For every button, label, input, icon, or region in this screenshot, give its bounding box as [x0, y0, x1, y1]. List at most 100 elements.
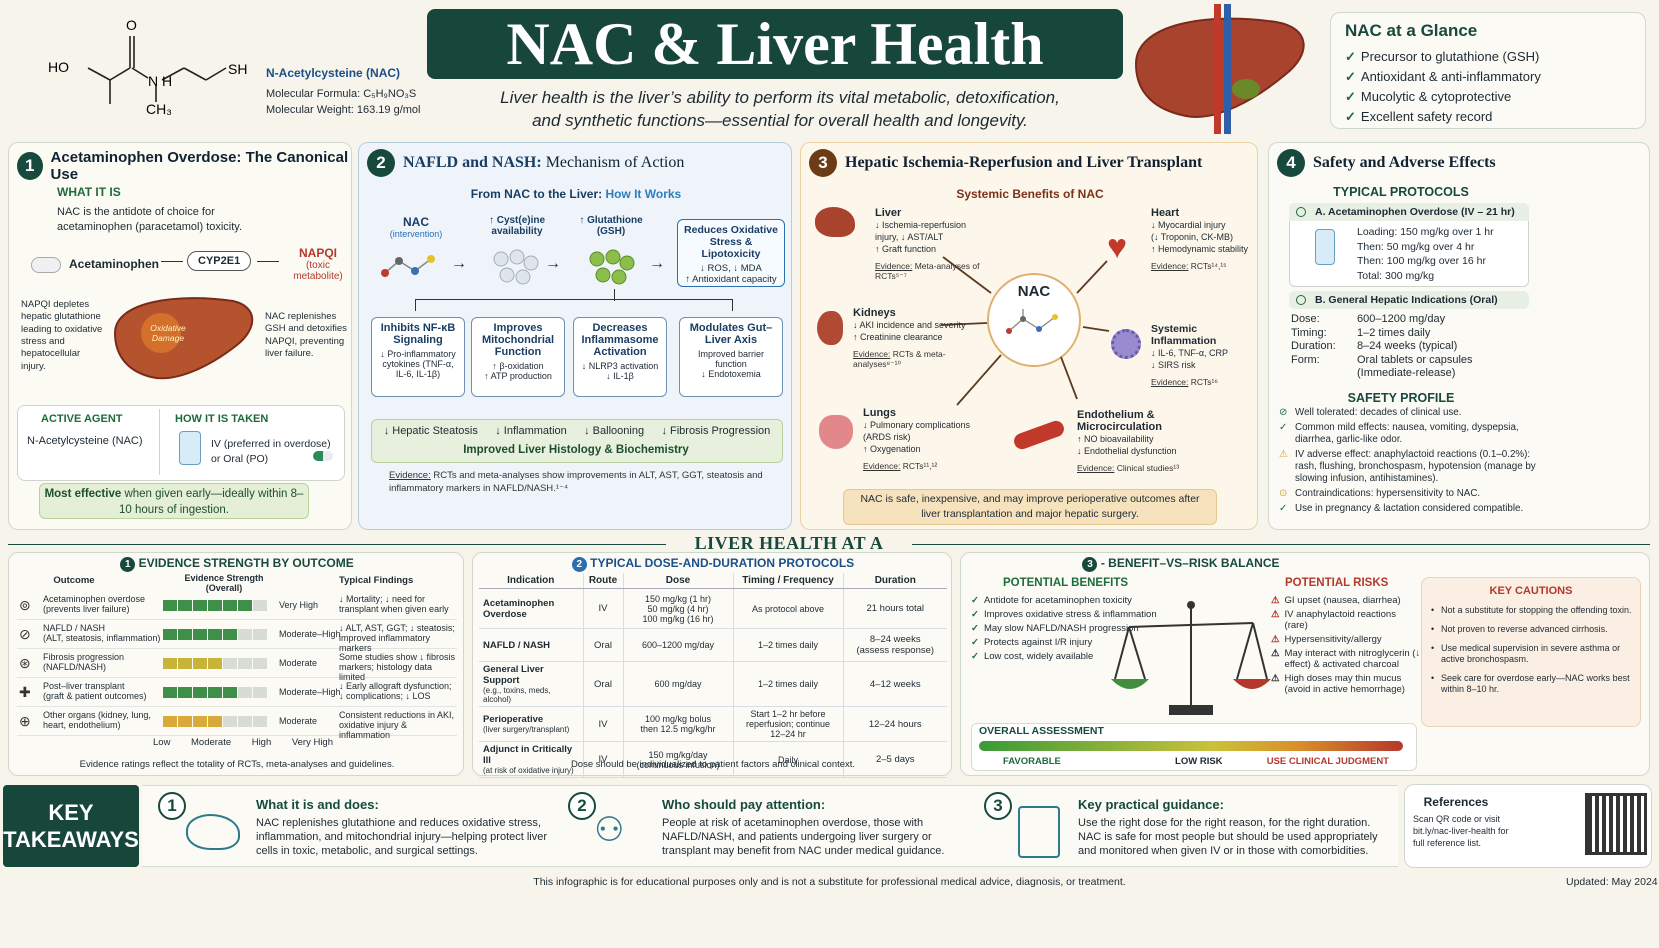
strength-label: Moderate–High: [279, 629, 341, 639]
panel-title: Hepatic Ischemia-Reperfusion and Liver T…: [845, 154, 1203, 171]
dose: 100 mg/kg bolus then 12.5 mg/kg/hr: [623, 706, 734, 742]
organ-name: Endothelium & Microcirculation: [1077, 409, 1162, 433]
panel-title: Safety and Adverse Effects: [1313, 154, 1496, 171]
strength-segment: [208, 629, 222, 640]
check-icon: ✓: [1279, 422, 1288, 433]
indication: Adjunct in Critically Ill: [483, 744, 573, 766]
nac-sub: (intervention): [389, 229, 443, 239]
transplant-note: NAC is safe, inexpensive, and may improv…: [843, 489, 1217, 525]
section-number: 3: [1082, 557, 1098, 572]
protocol-b-row: Timing:1–2 times daily: [1291, 326, 1431, 339]
iv-bag-icon: [1315, 229, 1335, 265]
strength-segment: [163, 658, 177, 669]
nafld-evidence: Evidence: RCTs and meta-analyses show im…: [389, 470, 763, 494]
indication: Perioperative: [483, 714, 544, 725]
flow-title: From NAC to the Liver: How It Works: [470, 187, 682, 201]
glance-item: ✓Excellent safety record: [1345, 109, 1493, 124]
outcome-sub: (prevents liver failure): [43, 604, 130, 614]
subtitle-line-2: and synthetic functions—essential for ov…: [532, 111, 1028, 130]
check-icon: ✓: [1345, 49, 1356, 64]
finding-text: Consistent reductions in AKI, oxidative …: [339, 710, 455, 740]
check-icon: ✓: [971, 623, 979, 634]
section-number: 1: [158, 792, 186, 820]
cysteine-label: ↑ Cyst(e)ine availability: [488, 215, 546, 237]
check-icon: ✓: [971, 637, 979, 648]
organ-evidence: Evidence: Meta-analyses of RCTs⁵⁻⁷: [875, 261, 980, 281]
inflammation-icon: [1111, 329, 1141, 359]
table-row: ⊛Fibrosis progression(NAFLD/NASH)Moderat…: [17, 649, 457, 682]
references-text: Scan QR code or visit bit.ly/nac-liver-h…: [1413, 814, 1509, 848]
glance-item: ✓Precursor to glutathione (GSH): [1345, 49, 1540, 64]
outcome-icon: ⊘: [19, 626, 31, 642]
table-row: ⊕Other organs (kidney, lung, heart, endo…: [17, 707, 457, 740]
key-takeaways-label: KEY TAKEAWAYS: [3, 785, 139, 867]
scale-label: Moderate: [191, 737, 232, 748]
strength-segment: [178, 629, 192, 640]
strength-bar: [163, 629, 268, 642]
strength-segment: [208, 687, 222, 698]
references-title: References: [1423, 795, 1489, 809]
scale-label: Low: [153, 737, 171, 748]
strength-segment: [238, 600, 252, 611]
panel-title: NAFLD and NASH: Mechanism of Action: [403, 154, 685, 171]
assessment-gradient-bar: [979, 741, 1403, 751]
damage-label: Oxidative Damage: [150, 323, 186, 343]
organ-name: Lungs: [863, 407, 896, 419]
section-number: 2: [367, 149, 395, 177]
route: Oral: [583, 628, 624, 662]
mol-label-n: N: [148, 73, 158, 89]
how-taken: IV (preferred in overdose) or Oral (PO): [211, 438, 331, 465]
caution-item: •Not proven to reverse advanced cirrhosi…: [1431, 624, 1608, 634]
table-row: ✚Post–liver transplant(graft & patient o…: [17, 678, 457, 707]
finding-text: Some studies show ↓ fibrosis markers; hi…: [339, 652, 456, 682]
dose-protocols-panel: 2 TYPICAL DOSE-AND-DURATION PROTOCOLS In…: [472, 552, 952, 778]
strength-segment: [208, 658, 222, 669]
strength-segment: [238, 716, 252, 727]
risk-item: ⚠May interact with nitroglycerin (↓ effe…: [1271, 648, 1421, 670]
table-row: ⊚Acetaminophen overdose(prevents liver f…: [17, 591, 457, 620]
section-number: 2: [571, 557, 587, 572]
table-row: Perioperative(liver surgery/transplant)I…: [479, 706, 947, 742]
lungs-icon: [819, 415, 853, 449]
drug-label: Acetaminophen: [69, 257, 160, 271]
protocol-a-step: Then: 50 mg/kg over 4 hr: [1357, 240, 1475, 253]
takeaway-text: NAC replenishes glutathione and reduces …: [256, 817, 548, 857]
mol-label-h: H: [162, 73, 172, 89]
section-number: 2: [568, 792, 596, 820]
nac-molecule-icon: [377, 249, 447, 285]
oxidative-stress-box: Reduces Oxidative Stress & Lipotoxicity …: [677, 219, 785, 287]
arrow-icon: →: [451, 255, 467, 272]
benefits-title: POTENTIAL BENEFITS: [1003, 577, 1129, 589]
panel-title: TYPICAL DOSE-AND-DURATION PROTOCOLS: [590, 556, 855, 570]
connection-arrows: [940, 256, 1110, 406]
iv-bag-icon: [179, 431, 201, 465]
mechanism-box: Inhibits NF-κB Signaling↓ Pro-inflammato…: [371, 317, 465, 397]
disclaimer: This infographic is for educational purp…: [533, 876, 1126, 888]
duration: 2–5 days: [843, 741, 947, 778]
strength-segment: [208, 716, 222, 727]
outcome-title: Improved Liver Histology & Biochemistry: [463, 444, 689, 456]
dose: 150 mg/kg (1 hr) 50 mg/kg (4 hr) 100 mg/…: [623, 588, 734, 629]
strength-segment: [223, 658, 237, 669]
col-header: Timing / Frequency: [733, 573, 844, 589]
risk-item: ⚠IV anaphylactoid reactions (rare): [1271, 609, 1396, 631]
strength-label: Moderate: [279, 716, 318, 726]
section-number: 1: [17, 152, 43, 180]
outcome-icon: ⊕: [19, 713, 31, 729]
takeaway-text: People at risk of acetaminophen overdose…: [662, 817, 945, 857]
strength-segment: [223, 600, 237, 611]
strength-segment: [208, 600, 222, 611]
organ-detail: ↓ IL-6, TNF-α, CRP ↓ SIRS risk: [1151, 348, 1229, 370]
finding-text: ↓ Mortality; ↓ need for transplant when …: [339, 594, 449, 614]
strength-segment: [253, 716, 267, 727]
strength-label: Moderate: [279, 658, 318, 668]
organ-detail: ↓ Myocardial injury (↓ Troponin, CK-MB) …: [1151, 220, 1249, 254]
takeaway-title: Key practical guidance:: [1078, 797, 1224, 812]
organ-evidence: Evidence: RCTs¹¹,¹²: [863, 461, 938, 471]
route: Oral: [583, 661, 624, 707]
benefit-item: ✓Improves oxidative stress & inflammatio…: [971, 609, 1157, 620]
outcome-sub: (graft & patient outcomes): [43, 691, 147, 701]
nac-molecule-icon: [1001, 305, 1071, 345]
